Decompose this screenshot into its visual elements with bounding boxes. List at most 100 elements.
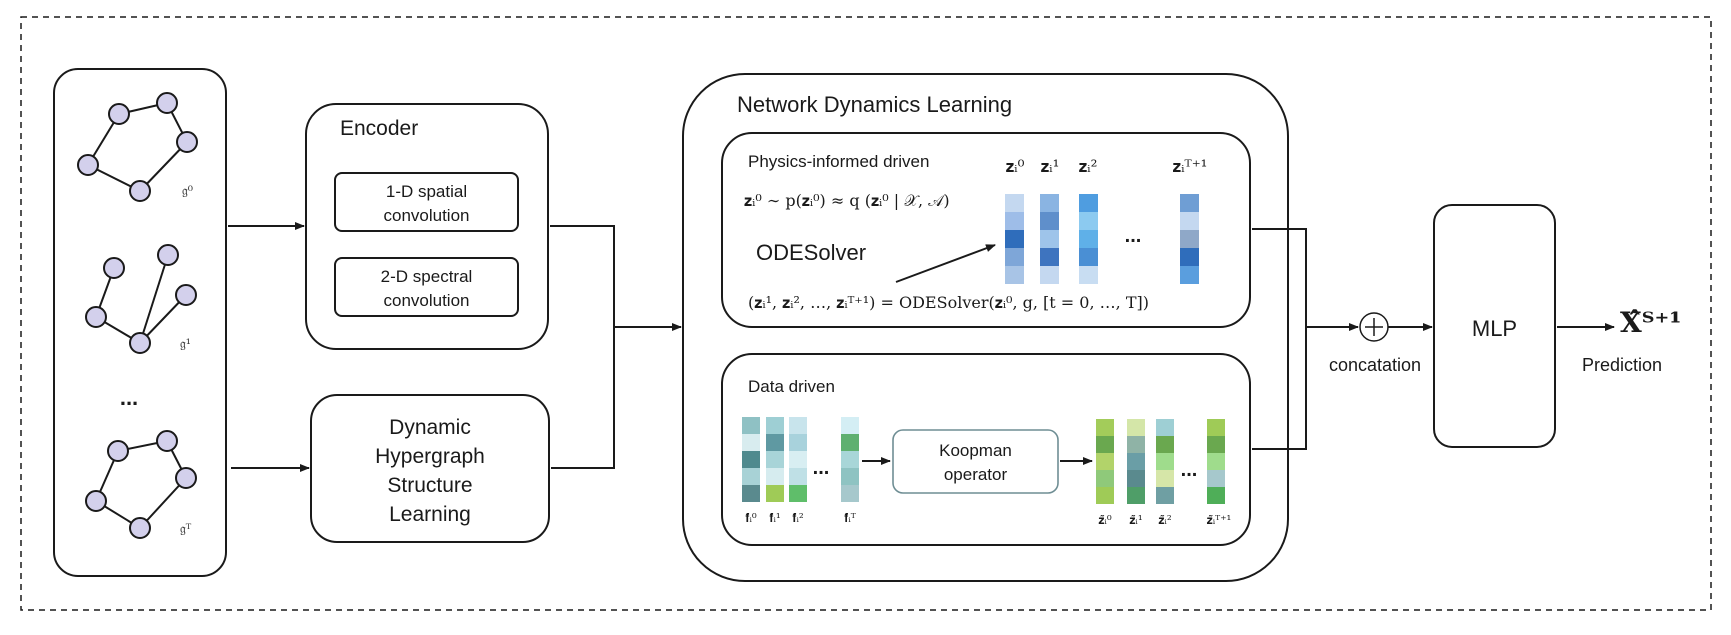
graph-node: [129, 180, 151, 202]
physics-embedding-column-2: [1079, 194, 1098, 284]
koopman-output-label-1: 𝐳̃ᵢ¹: [1129, 513, 1142, 527]
data-driven-title: Data driven: [748, 377, 835, 396]
ode-formula: (𝐳ᵢ¹, 𝐳ᵢ², …, 𝐳ᵢᵀ⁺¹) = ODESolver(𝐳ᵢ⁰, g,…: [748, 293, 1149, 312]
embedding-cell: [742, 485, 760, 502]
graph-node: [108, 103, 130, 125]
feature-column-t: [841, 417, 859, 502]
embedding-cell: [1079, 212, 1098, 230]
embedding-cell: [1096, 436, 1114, 453]
graph-node: [156, 430, 178, 452]
hypergraph-learning-box: Dynamic Hypergraph Structure Learning: [310, 394, 550, 543]
encoder-box: Encoder 1-D spatial convolution 2-D spec…: [305, 103, 549, 350]
embedding-cell: [1156, 453, 1174, 470]
graph-node: [107, 440, 129, 462]
concat-operator: concatation: [1329, 312, 1421, 375]
embedding-cell: [1040, 230, 1059, 248]
network-dynamics-learning-box: Network Dynamics Learning Physics-inform…: [682, 73, 1289, 582]
spectral-conv-line2: convolution: [383, 291, 469, 310]
embedding-cell: [1180, 194, 1199, 212]
embedding-cell: [1156, 436, 1174, 453]
koopman-output-label-t1: 𝐳̃ᵢᵀ⁺¹: [1207, 513, 1232, 527]
embedding-cell: [1207, 453, 1225, 470]
outer-dashed-border: [20, 16, 1712, 611]
embedding-cell: [766, 485, 784, 502]
embedding-cell: [742, 434, 760, 451]
embedding-cell: [742, 468, 760, 485]
embedding-cell: [1005, 248, 1024, 266]
physics-informed-panel: Physics-informed driven 𝐳ᵢ⁰ ∼ p(𝐳ᵢ⁰) ≈ q…: [721, 132, 1251, 328]
graph-label-0: 𝔤⁰: [182, 184, 193, 199]
embedding-cell: [1180, 230, 1199, 248]
embedding-cell: [1096, 470, 1114, 487]
graph-node: [129, 332, 151, 354]
koopman-output-ellipsis: ...: [1181, 459, 1198, 481]
embedding-cell: [766, 451, 784, 468]
embedding-cell: [1005, 212, 1024, 230]
embedding-cell: [1096, 487, 1114, 504]
graph-node: [85, 490, 107, 512]
embedding-cell: [1207, 419, 1225, 436]
embedding-cell: [789, 417, 807, 434]
z-label-1: 𝐳ᵢ¹: [1041, 157, 1060, 177]
feature-label-0: 𝐟̂ᵢ⁰: [745, 511, 757, 525]
embedding-cell: [1005, 266, 1024, 284]
embedding-cell: [1156, 419, 1174, 436]
embedding-cell: [1079, 230, 1098, 248]
graph-snapshot-t: 𝔤ᵀ: [85, 430, 197, 539]
graph-node: [85, 306, 107, 328]
graph-node: [77, 154, 99, 176]
encoder-title: Encoder: [340, 117, 418, 140]
spectral-conv-block: 2-D spectral convolution: [334, 257, 519, 317]
embedding-cell: [1127, 436, 1145, 453]
z-label-2: 𝐳ᵢ²: [1079, 157, 1098, 177]
physics-title: Physics-informed driven: [748, 152, 929, 171]
graph-node: [175, 284, 197, 306]
embedding-cell: [841, 485, 859, 502]
odesolver-label: ODESolver: [756, 240, 866, 265]
embedding-cell: [742, 451, 760, 468]
embedding-cell: [1005, 194, 1024, 212]
z-label-t1: 𝐳ᵢᵀ⁺¹: [1173, 157, 1208, 177]
embedding-cell: [1156, 470, 1174, 487]
feature-column-2: [789, 417, 807, 502]
koopman-output-label-0: 𝐳̃ᵢ⁰: [1098, 513, 1111, 527]
spatial-conv-block: 1-D spatial convolution: [334, 172, 519, 232]
hypergraph-line2: Hypergraph: [375, 445, 485, 468]
embedding-cell: [1005, 230, 1024, 248]
data-driven-panel: Data driven ... 𝐟̂ᵢ⁰ 𝐟̂ᵢ¹ 𝐟̂ᵢ² 𝐟̂ᵢᵀ Koop…: [721, 353, 1251, 546]
feature-column-0: [742, 417, 760, 502]
embedding-cell: [841, 434, 859, 451]
graph-node: [129, 517, 151, 539]
koopman-operator-box: Koopman operator: [892, 429, 1059, 494]
feature-label-t: 𝐟̂ᵢᵀ: [844, 511, 856, 525]
embedding-cell: [1127, 487, 1145, 504]
physics-embedding-column-0: [1005, 194, 1024, 284]
embedding-cell: [1079, 194, 1098, 212]
embedding-cell: [766, 468, 784, 485]
feature-ellipsis: ...: [813, 457, 830, 479]
koopman-output-column-t1: [1207, 419, 1225, 504]
koopman-output-column-0: [1096, 419, 1114, 504]
embedding-cell: [1079, 248, 1098, 266]
embedding-cell: [1207, 487, 1225, 504]
graph-node: [157, 244, 179, 266]
embedding-cell: [1127, 470, 1145, 487]
embedding-cell: [1207, 436, 1225, 453]
graph-label-1: 𝔤¹: [180, 337, 191, 352]
physics-ellipsis: ...: [1125, 225, 1142, 247]
graph-node: [103, 257, 125, 279]
prior-formula: 𝐳ᵢ⁰ ∼ p(𝐳ᵢ⁰) ≈ q (𝐳ᵢ⁰ | 𝒳, 𝒜): [744, 191, 950, 210]
graph-snapshot-0: 𝔤⁰: [77, 92, 198, 202]
embedding-cell: [841, 468, 859, 485]
embedding-cell: [789, 451, 807, 468]
embedding-cell: [1180, 266, 1199, 284]
odesolver-arrow: [895, 244, 996, 283]
prediction-output: 𝐗̂ᵀ⁺¹ Prediction: [1582, 306, 1682, 375]
koopman-line1: Koopman: [939, 441, 1012, 460]
prediction-label: Prediction: [1582, 355, 1662, 375]
embedding-cell: [766, 417, 784, 434]
koopman-line2: operator: [944, 465, 1008, 484]
embedding-cell: [841, 451, 859, 468]
graph-ellipsis: ...: [120, 385, 138, 410]
